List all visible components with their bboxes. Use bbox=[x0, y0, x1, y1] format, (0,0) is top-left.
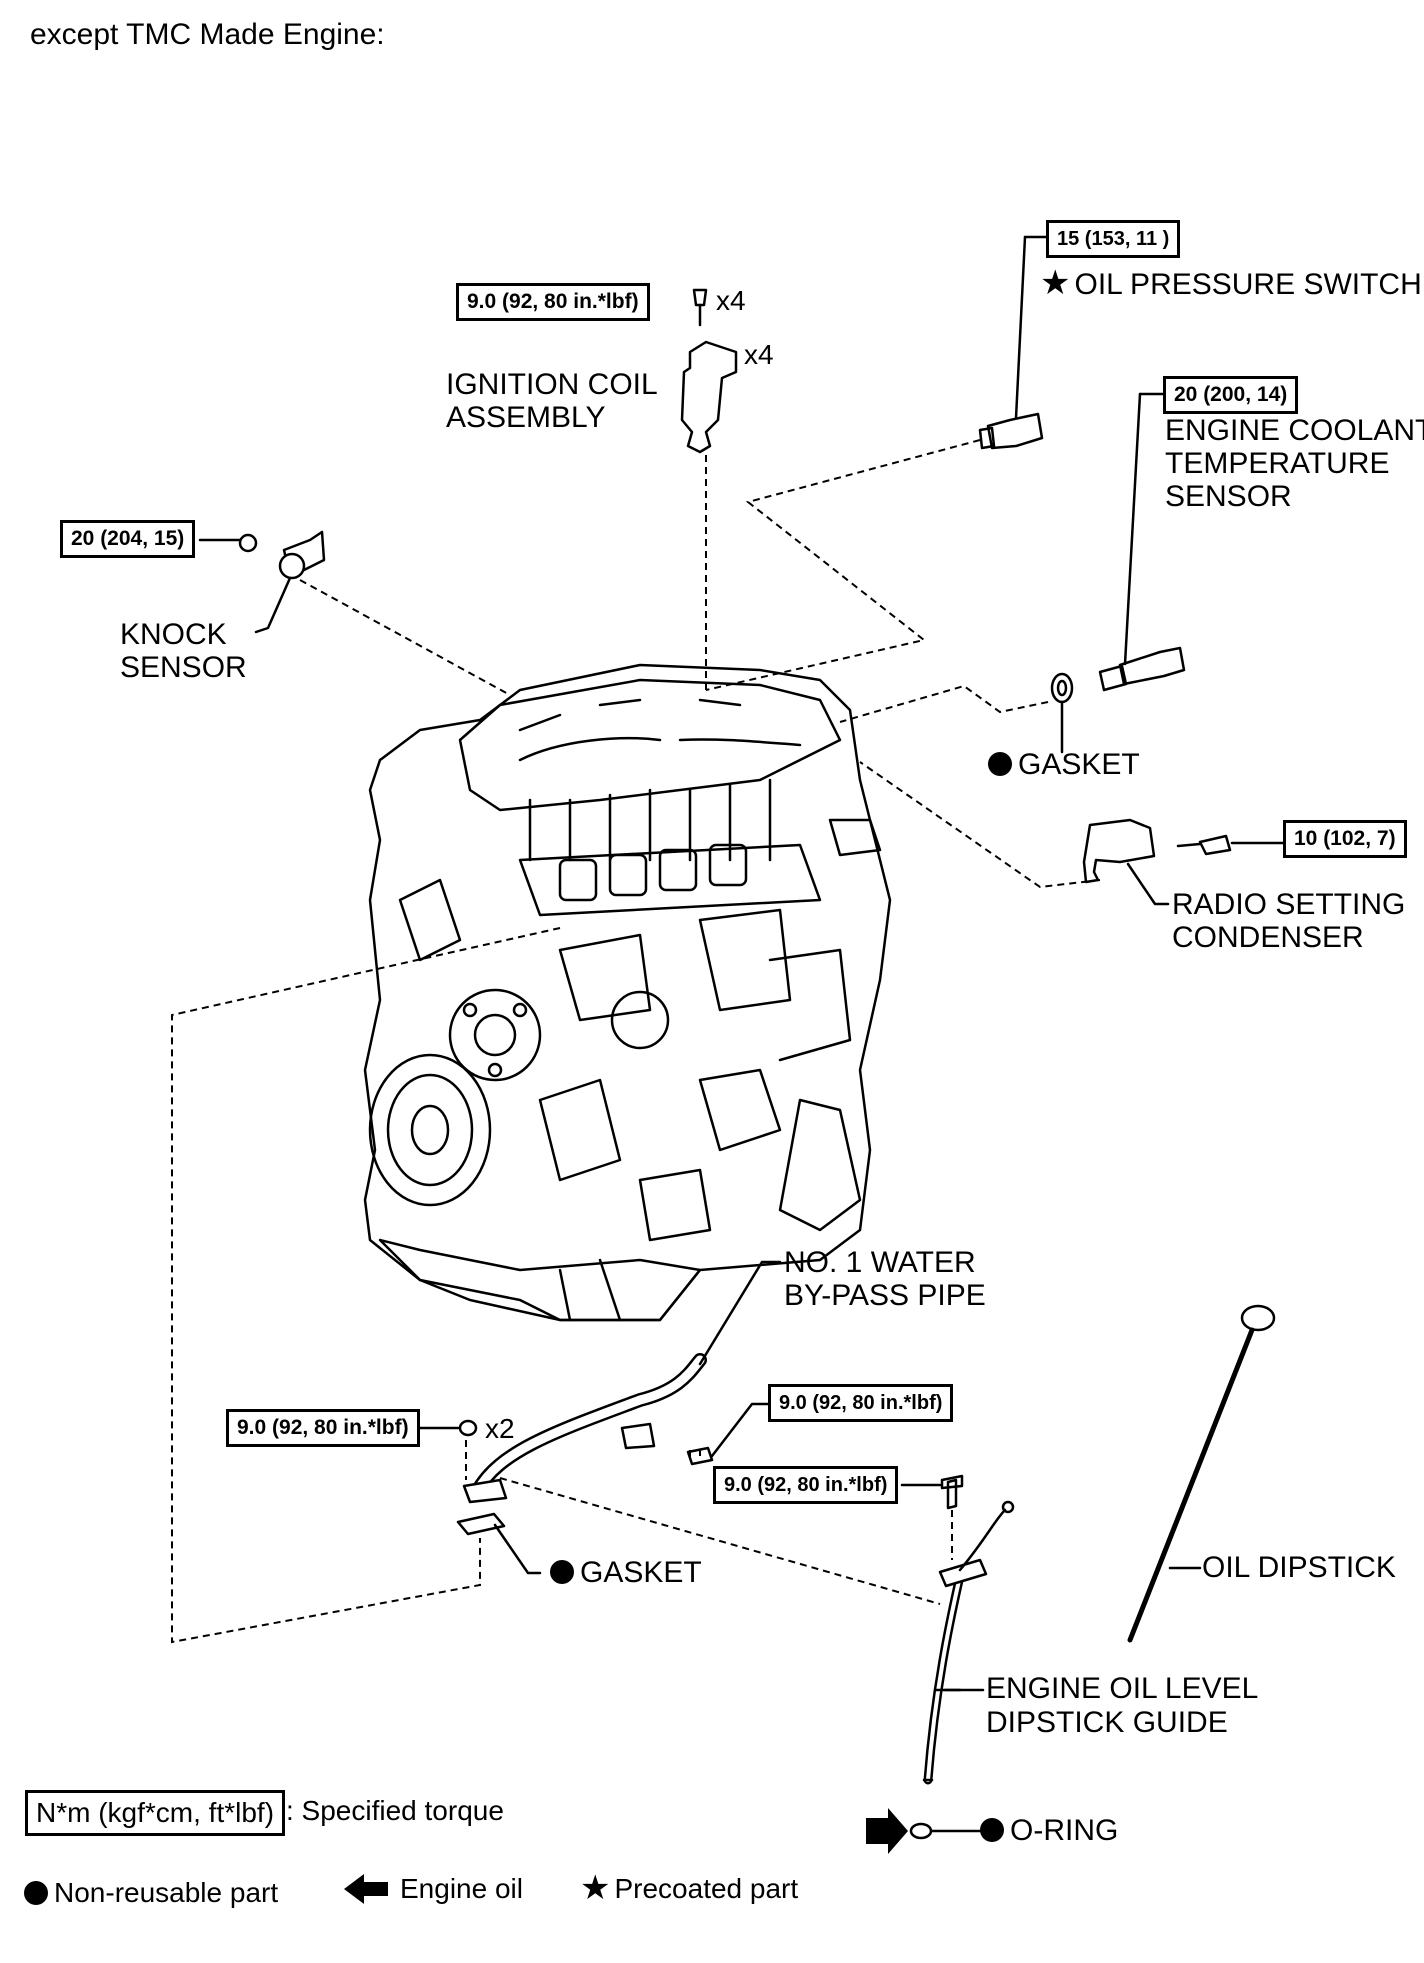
ignition-coil-part bbox=[680, 288, 738, 454]
torque-radio-condenser: 10 (102, 7) bbox=[1283, 820, 1407, 858]
precoated-star-icon: ★ bbox=[1040, 264, 1071, 303]
torque-knock-sensor: 20 (204, 15) bbox=[60, 520, 196, 558]
label-dipstick-guide: ENGINE OIL LEVEL DIPSTICK GUIDE bbox=[986, 1672, 1259, 1739]
label-coolant-sensor: ENGINE COOLANT TEMPERATURE SENSOR bbox=[1165, 414, 1424, 513]
torque-ignition-bolt: 9.0 (92, 80 in.*lbf) bbox=[456, 283, 650, 321]
qty-ignition-bolt: x4 bbox=[716, 285, 746, 316]
legend-non-reusable-row: Non-reusable part bbox=[24, 1876, 278, 1910]
label-radio-condenser: RADIO SETTING CONDENSER bbox=[1172, 888, 1406, 954]
label-o-ring-row: O-RING bbox=[980, 1814, 1118, 1848]
torque-water-pipe-bolt: 9.0 (92, 80 in.*lbf) bbox=[768, 1384, 954, 1422]
radio-condenser-part bbox=[1082, 818, 1232, 884]
label-gasket-top-row: GASKET bbox=[988, 748, 1140, 782]
label-oil-pressure-switch: OIL PRESSURE SWITCH bbox=[1074, 268, 1422, 301]
label-oil-pressure-switch-row: ★OIL PRESSURE SWITCH bbox=[1040, 266, 1422, 303]
label-o-ring: O-RING bbox=[1010, 1814, 1119, 1847]
legend-torque-box: N*m (kgf*cm, ft*lbf) bbox=[25, 1790, 286, 1836]
precoated-star-icon: ★ bbox=[580, 1868, 611, 1907]
label-gasket-bottom-row: GASKET bbox=[550, 1556, 702, 1590]
engine-oil-arrow-icon bbox=[344, 1873, 388, 1904]
label-water-pipe: NO. 1 WATER BY-PASS PIPE bbox=[784, 1246, 986, 1312]
label-gasket-top: GASKET bbox=[1018, 748, 1140, 781]
non-reusable-dot-icon bbox=[550, 1560, 574, 1585]
water-pipe-part bbox=[456, 1353, 964, 1536]
dipstick-guide-part bbox=[922, 1500, 1015, 1785]
oil-dipstick-part bbox=[1127, 1304, 1276, 1643]
label-gasket-bottom: GASKET bbox=[580, 1556, 702, 1589]
coolant-sensor-part bbox=[1098, 646, 1186, 692]
non-reusable-dot-icon bbox=[988, 752, 1012, 777]
oil-pressure-switch-part bbox=[978, 412, 1044, 450]
engine-block bbox=[363, 663, 892, 1322]
label-knock-sensor: KNOCK SENSOR bbox=[120, 618, 247, 684]
qty-ignition-coil: x4 bbox=[744, 339, 774, 370]
legend-non-reusable: Non-reusable part bbox=[54, 1877, 279, 1908]
legend-engine-oil-row: Engine oil bbox=[344, 1872, 523, 1906]
torque-water-pipe-nut: 9.0 (92, 80 in.*lbf) bbox=[226, 1409, 420, 1447]
page-title: except TMC Made Engine: bbox=[30, 18, 385, 51]
label-ignition-coil: IGNITION COIL ASSEMBLY bbox=[446, 368, 658, 434]
legend-precoated: Precoated part bbox=[614, 1873, 799, 1904]
non-reusable-dot-icon bbox=[980, 1818, 1004, 1843]
torque-oil-pressure: 15 (153, 11 ) bbox=[1046, 220, 1181, 258]
label-oil-dipstick: OIL DIPSTICK bbox=[1202, 1551, 1396, 1584]
torque-dipstick-guide-bolt: 9.0 (92, 80 in.*lbf) bbox=[713, 1466, 899, 1504]
qty-water-pipe-nut: x2 bbox=[485, 1413, 515, 1444]
torque-coolant-sensor: 20 (200, 14) bbox=[1163, 376, 1299, 414]
legend-precoated-row: ★Precoated part bbox=[580, 1868, 799, 1908]
engine-oil-arrow-oring bbox=[866, 1808, 908, 1854]
legend-torque-desc: : Specified torque bbox=[286, 1795, 504, 1826]
legend-engine-oil: Engine oil bbox=[400, 1873, 523, 1904]
non-reusable-dot-icon bbox=[24, 1880, 48, 1905]
knock-sensor-part bbox=[238, 530, 326, 580]
